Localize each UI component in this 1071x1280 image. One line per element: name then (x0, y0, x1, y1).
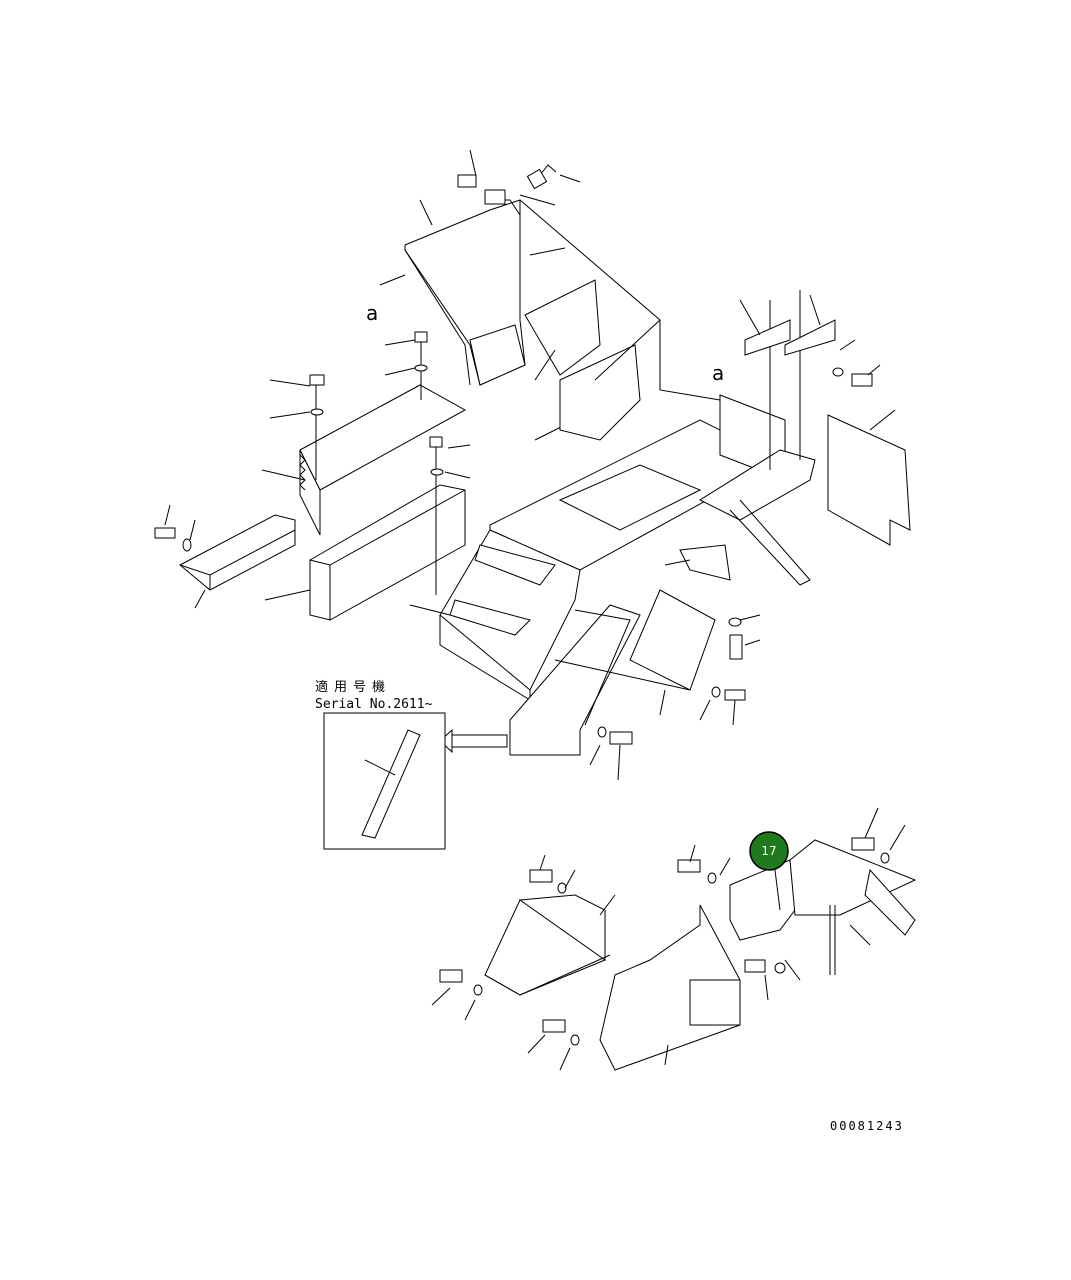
view-letter-a-right: a (712, 361, 724, 385)
upper-chute-assembly (379, 149, 721, 401)
drawing-number: 00081243 (830, 1119, 904, 1133)
right-panels (439, 319, 911, 781)
view-letter-a-left: a (366, 301, 378, 325)
callout-number[interactable]: 17 (761, 844, 776, 858)
callout-circle[interactable] (749, 831, 789, 871)
main-frame (409, 290, 836, 701)
callout-badge-17[interactable]: 17 (749, 831, 789, 871)
lower-assembly (431, 807, 917, 1071)
left-side-covers (154, 331, 471, 621)
serial-note-en: Serial No.2611~ (315, 697, 433, 712)
serial-inset (323, 712, 446, 850)
serial-note-jp: 適用号機 (315, 679, 391, 695)
